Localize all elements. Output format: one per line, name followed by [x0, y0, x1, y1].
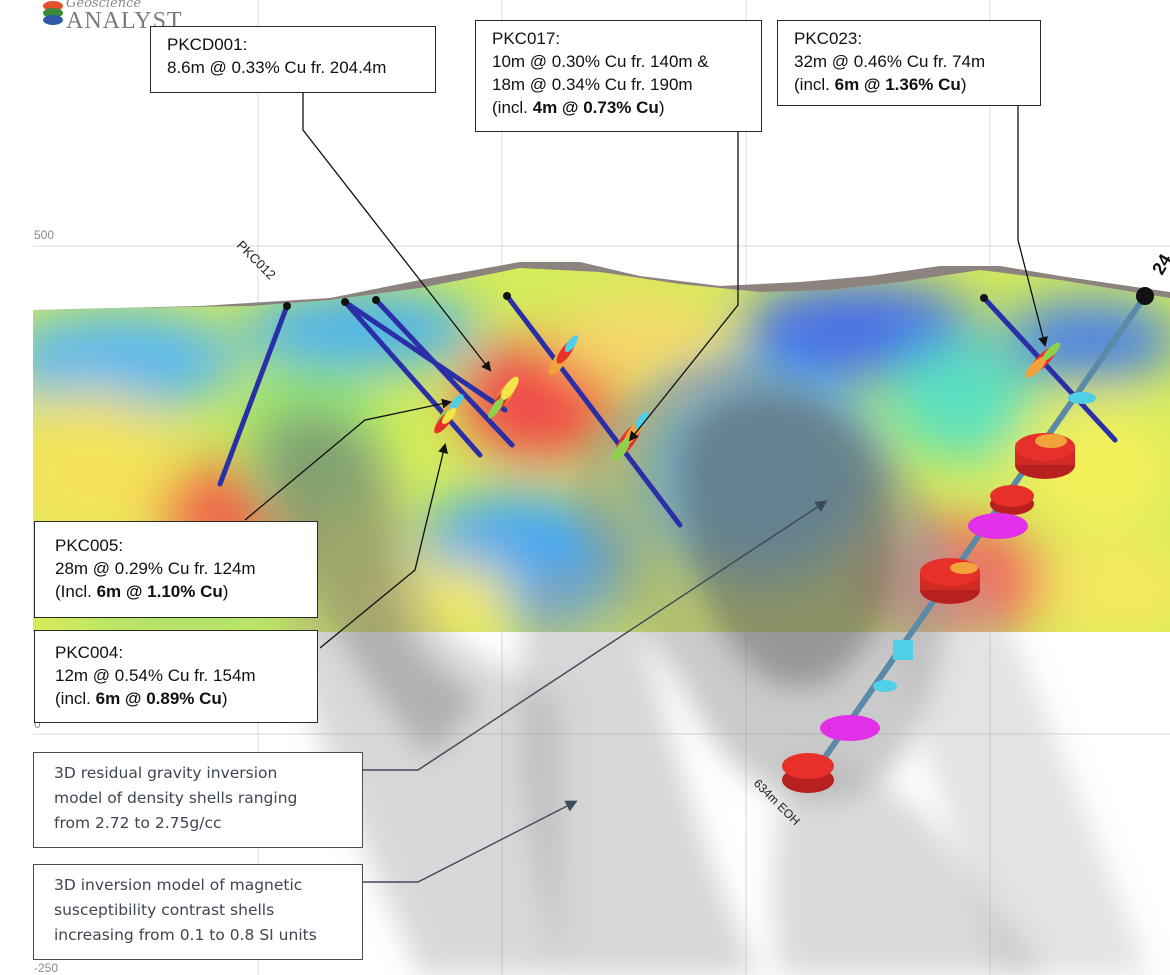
callout-pkc005: PKC005: 28m @ 0.29% Cu fr. 124m (Incl. 6… [34, 521, 318, 618]
callout-pkc004: PKC004: 12m @ 0.54% Cu fr. 154m (incl. 6… [34, 630, 318, 723]
assay-pkc017-upper [548, 335, 579, 376]
callout-pkc004-line1: 12m @ 0.54% Cu fr. 154m [55, 666, 256, 685]
note-magnetic-line3: increasing from 0.1 to 0.8 SI units [54, 926, 317, 944]
collar-pkc023 [980, 294, 988, 302]
callout-pkc023: PKC023: 32m @ 0.46% Cu fr. 74m (incl. 6m… [777, 20, 1041, 106]
callout-leaders [244, 92, 1048, 649]
elevation-label-neg250: -250 [34, 961, 58, 975]
elevation-label-500: 500 [34, 228, 54, 242]
collar-pkc017 [503, 292, 511, 300]
drillhole-pkc017 [504, 293, 683, 528]
assay-pkc004 [434, 407, 457, 434]
drillhole-deep-eoh [782, 287, 1154, 793]
logo-subtitle: Geoscience [66, 0, 142, 11]
note-magnetic-line1: 3D inversion model of magnetic [54, 876, 303, 894]
deep-hole-discs [782, 392, 1096, 793]
callout-pkc005-incl: (Incl. 6m @ 1.10% Cu) [55, 582, 229, 601]
assay-pkcd001 [488, 376, 519, 419]
note-gravity-line2: model of density shells ranging [54, 789, 298, 807]
note-gravity-model: 3D residual gravity inversion model of d… [33, 752, 363, 848]
collar-pkc005 [341, 298, 349, 306]
callout-pkc023-title: PKC023: [794, 29, 863, 48]
drillhole-pkc005 [342, 299, 483, 458]
callout-pkcd001: PKCD001: 8.6m @ 0.33% Cu fr. 204.4m [150, 26, 436, 93]
note-gravity-line1: 3D residual gravity inversion [54, 764, 278, 782]
note-leaders [362, 500, 828, 883]
hole-label-edge: 24 [1148, 251, 1170, 278]
callout-pkc005-title: PKC005: [55, 536, 124, 555]
callout-pkc023-incl: (incl. 6m @ 1.36% Cu) [794, 75, 967, 94]
elevation-label-0: 0 [34, 717, 41, 731]
assay-pkc023 [1025, 342, 1061, 378]
drillhole-pkcd001 [342, 299, 508, 413]
callout-pkc017-line1: 10m @ 0.30% Cu fr. 140m & [492, 52, 709, 71]
note-gravity-line3: from 2.72 to 2.75g/cc [54, 814, 222, 832]
logo-icon [43, 1, 63, 25]
note-magnetic-line2: susceptibility contrast shells [54, 901, 275, 919]
collar-pkc004 [372, 296, 380, 304]
callout-pkc017-incl: (incl. 4m @ 0.73% Cu) [492, 98, 665, 117]
drillhole-pkc012 [217, 303, 290, 487]
collar-deep-hole [1136, 287, 1154, 305]
drillhole-pkc023 [981, 295, 1118, 443]
note-magnetic-model: 3D inversion model of magnetic susceptib… [33, 864, 363, 960]
callout-pkc017: PKC017: 10m @ 0.30% Cu fr. 140m & 18m @ … [475, 20, 762, 132]
callout-pkc017-line2: 18m @ 0.34% Cu fr. 190m [492, 75, 693, 94]
drill-holes [217, 292, 1118, 528]
collar-pkc012 [283, 302, 291, 310]
callout-pkc004-incl: (incl. 6m @ 0.89% Cu) [55, 689, 228, 708]
callout-pkcd001-line1: 8.6m @ 0.33% Cu fr. 204.4m [167, 58, 387, 77]
callout-pkc005-line1: 28m @ 0.29% Cu fr. 124m [55, 559, 256, 578]
drillhole-pkc004 [373, 297, 515, 448]
callout-pkcd001-title: PKCD001: [167, 35, 248, 54]
callout-pkc004-title: PKC004: [55, 643, 124, 662]
hole-label-pkc012: PKC012 [234, 238, 279, 283]
callout-pkc023-line1: 32m @ 0.46% Cu fr. 74m [794, 52, 986, 71]
callout-pkc017-title: PKC017: [492, 29, 561, 48]
assay-intervals [434, 335, 1061, 462]
